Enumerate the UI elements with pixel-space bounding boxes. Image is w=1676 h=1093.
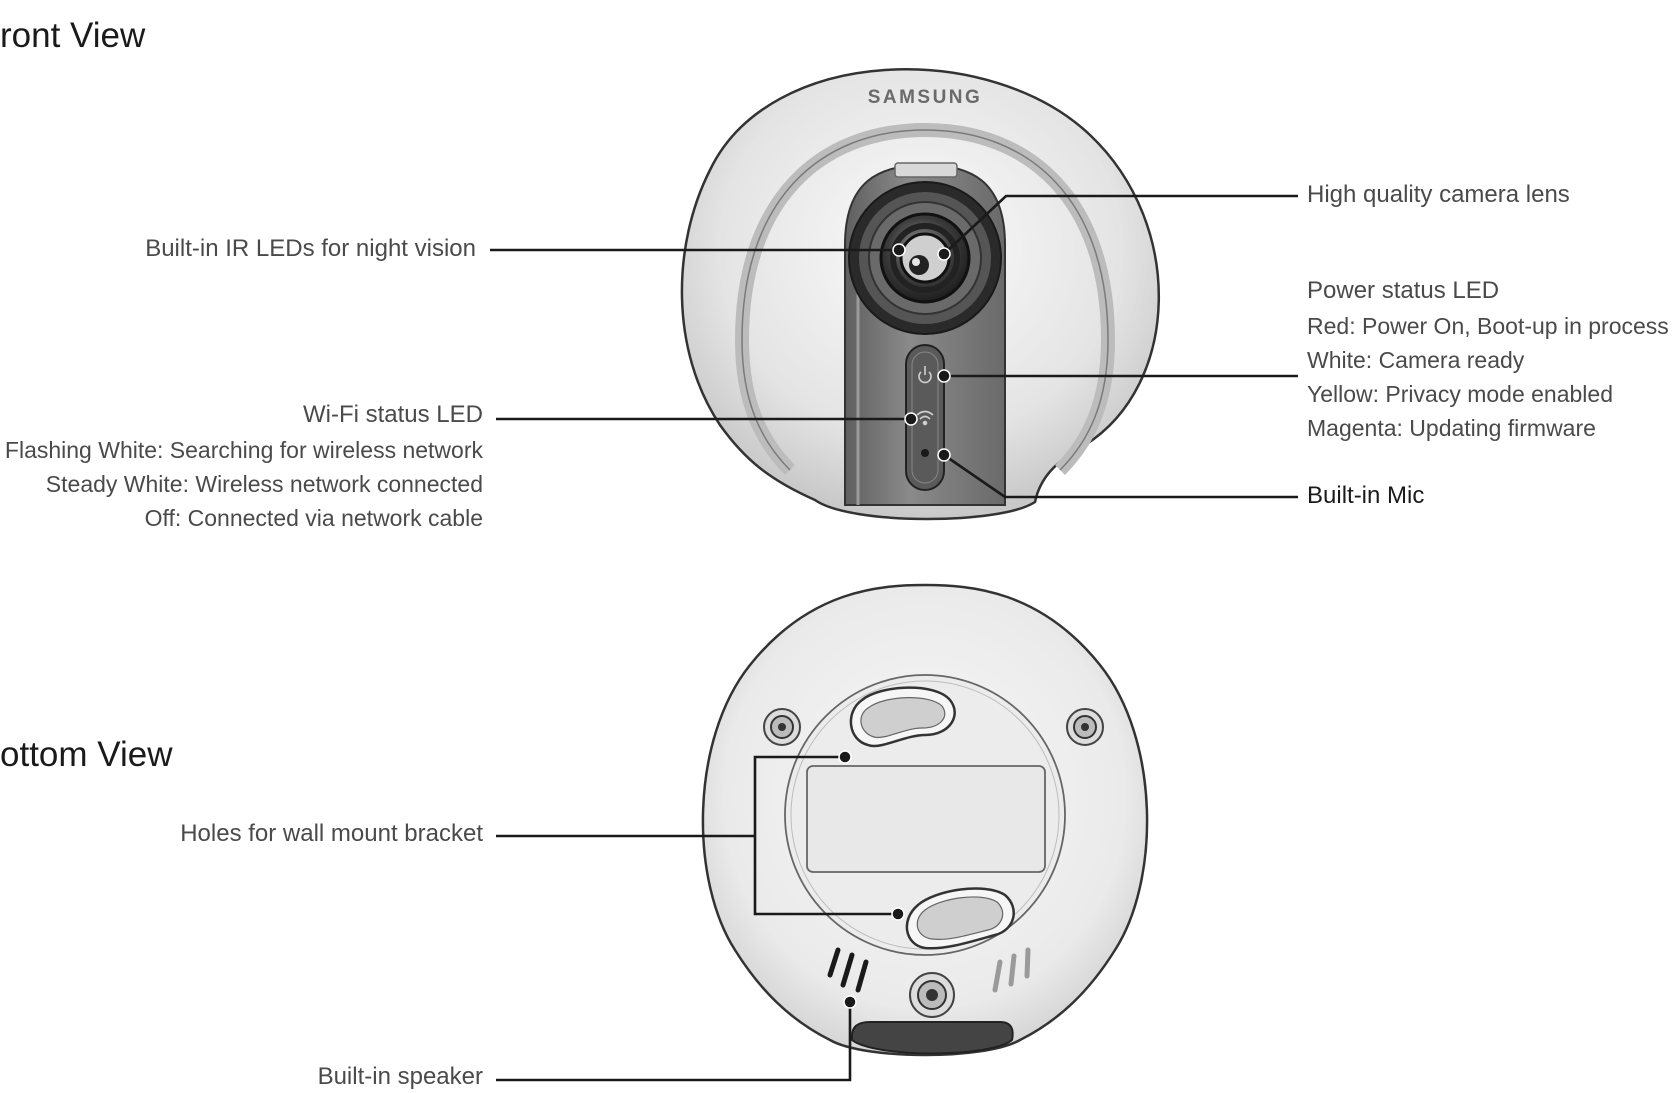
bottom-view-title: ottom View <box>0 735 173 774</box>
ir-leds-label: Built-in IR LEDs for night vision <box>145 235 476 262</box>
power-led-line-1: Red: Power On, Boot-up in process <box>1307 313 1669 339</box>
power-led-line-3: Yellow: Privacy mode enabled <box>1307 381 1613 407</box>
wifi-led-title: Wi-Fi status LED <box>302 401 483 428</box>
wifi-led-line-3: Off: Connected via network cable <box>144 505 483 531</box>
label-plate <box>806 765 1046 873</box>
front-camera: SAMSUNG <box>680 68 1161 521</box>
brand-logo: SAMSUNG <box>868 87 983 108</box>
mount-slot-bottom <box>905 887 1015 950</box>
screw-bottom <box>909 972 955 1018</box>
power-led-title: Power status LED <box>1307 277 1500 304</box>
front-camera-top-tab <box>894 162 958 178</box>
leader-lines <box>490 194 1298 1082</box>
mount-slot-top <box>849 686 956 748</box>
power-icon <box>918 366 932 384</box>
power-led-line-4: Magenta: Updating firmware <box>1307 415 1596 441</box>
leader-dots <box>838 243 951 1009</box>
leader-speaker <box>496 1002 852 1082</box>
wall-mount-label: Holes for wall mount bracket <box>180 820 483 847</box>
speaker-label: Built-in speaker <box>317 1063 483 1090</box>
front-view-title: ront View <box>0 16 146 55</box>
bottom-camera-base <box>851 1021 1014 1055</box>
screw-left <box>763 708 801 746</box>
screw-right <box>1066 708 1104 746</box>
mic-label: Built-in Mic <box>1307 482 1425 509</box>
wifi-led-line-2: Steady White: Wireless network connected <box>45 471 483 497</box>
bottom-camera <box>701 583 1149 1057</box>
power-led-line-2: White: Camera ready <box>1307 347 1525 373</box>
speaker-grille-right <box>992 947 1031 993</box>
leader-mic <box>943 453 1298 499</box>
mic-hole <box>921 449 929 457</box>
wifi-led-line-1: Flashing White: Searching for wireless n… <box>4 437 483 463</box>
speaker-grille-left <box>827 947 869 993</box>
leader-lens <box>943 194 1298 255</box>
lens-label: High quality camera lens <box>1307 181 1570 208</box>
leader-wall-mount-bracket <box>753 755 898 916</box>
wifi-icon <box>916 410 934 426</box>
